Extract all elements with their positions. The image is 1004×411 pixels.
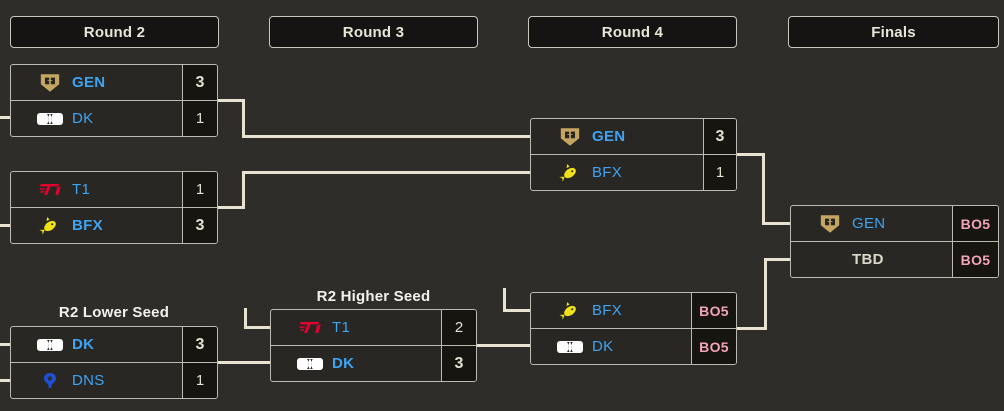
team-name: TBD bbox=[852, 251, 884, 268]
score-cell: 3 bbox=[703, 119, 736, 154]
team-name: DK bbox=[72, 336, 95, 353]
gen-shield-icon bbox=[35, 73, 65, 92]
header-finals: Finals bbox=[788, 16, 999, 48]
team-name: GEN bbox=[852, 215, 886, 232]
connector-stub bbox=[0, 224, 10, 227]
score-cell: 1 bbox=[703, 155, 736, 190]
score-cell: 1 bbox=[182, 101, 217, 136]
header-label: Finals bbox=[871, 23, 916, 41]
team-row-tbd[interactable]: TBD BO5 bbox=[791, 241, 998, 277]
connector-stub bbox=[0, 379, 10, 382]
connector-line bbox=[736, 153, 764, 156]
t1-logo-icon bbox=[35, 182, 65, 197]
t1-logo-icon bbox=[295, 320, 325, 335]
connector-line bbox=[477, 344, 530, 347]
team-row-dk[interactable]: DK 1 bbox=[11, 100, 217, 136]
team-row-t1[interactable]: T1 1 bbox=[11, 172, 217, 207]
connector-stub bbox=[0, 343, 10, 346]
header-label: Round 2 bbox=[83, 23, 146, 41]
team-name: GEN bbox=[72, 74, 106, 91]
bfx-rocket-icon bbox=[555, 163, 585, 183]
dk-logo-icon bbox=[295, 357, 325, 371]
score-cell: 3 bbox=[182, 327, 217, 362]
team-row-t1[interactable]: T1 2 bbox=[271, 310, 476, 345]
match-finals: GEN BO5 TBD BO5 bbox=[790, 205, 999, 278]
connector-line bbox=[242, 171, 245, 209]
dns-logo-icon bbox=[35, 372, 65, 389]
connector-line bbox=[736, 327, 767, 330]
header-label: Round 4 bbox=[601, 23, 664, 41]
connector-line bbox=[764, 258, 767, 330]
team-name: DK bbox=[592, 338, 614, 355]
score-cell: BO5 bbox=[691, 329, 736, 364]
gen-shield-icon bbox=[815, 214, 845, 233]
connector-line bbox=[242, 135, 530, 138]
match-round4-lower: BFX BO5 DK BO5 bbox=[530, 292, 737, 365]
connector-line bbox=[762, 153, 765, 224]
team-name: DK bbox=[332, 355, 355, 372]
team-row-bfx[interactable]: BFX 3 bbox=[11, 207, 217, 243]
match-round2-lower: T1 1 BFX 3 bbox=[10, 171, 218, 244]
team-row-gen[interactable]: GEN 3 bbox=[11, 65, 217, 100]
connector-line bbox=[764, 258, 790, 261]
match-round4-upper: GEN 3 BFX 1 bbox=[530, 118, 737, 191]
team-row-gen[interactable]: GEN BO5 bbox=[791, 206, 998, 241]
team-row-dk[interactable]: DK 3 bbox=[271, 345, 476, 381]
score-cell: 1 bbox=[182, 363, 217, 398]
header-round-3: Round 3 bbox=[269, 16, 478, 48]
label-r2-lower-seed: R2 Lower Seed bbox=[58, 304, 170, 321]
team-row-dns[interactable]: DNS 1 bbox=[11, 362, 217, 398]
team-row-bfx[interactable]: BFX 1 bbox=[531, 154, 736, 190]
connector-stub bbox=[0, 116, 10, 119]
bfx-rocket-icon bbox=[35, 216, 65, 236]
team-name: T1 bbox=[332, 319, 351, 336]
connector-line bbox=[244, 326, 270, 329]
team-name: DNS bbox=[72, 372, 105, 389]
score-cell: BO5 bbox=[952, 242, 998, 277]
team-name: GEN bbox=[592, 128, 626, 145]
bfx-rocket-icon bbox=[555, 301, 585, 321]
dk-logo-icon bbox=[35, 112, 65, 126]
dk-logo-icon bbox=[35, 338, 65, 352]
team-name: BFX bbox=[72, 217, 103, 234]
gen-shield-icon bbox=[555, 127, 585, 146]
connector-line bbox=[218, 361, 270, 364]
team-name: BFX bbox=[592, 164, 623, 181]
connector-line bbox=[762, 222, 790, 225]
connector-line bbox=[242, 171, 530, 174]
connector-stub bbox=[244, 308, 247, 329]
header-round-2: Round 2 bbox=[10, 16, 219, 48]
team-row-bfx[interactable]: BFX BO5 bbox=[531, 293, 736, 328]
header-round-4: Round 4 bbox=[528, 16, 737, 48]
score-cell: 3 bbox=[182, 208, 217, 243]
score-cell: BO5 bbox=[691, 293, 736, 328]
score-cell: 1 bbox=[182, 172, 217, 207]
match-r2-lower-seed: DK 3 DNS 1 bbox=[10, 326, 218, 399]
score-cell: 3 bbox=[182, 65, 217, 100]
score-cell: 3 bbox=[441, 346, 476, 381]
header-label: Round 3 bbox=[342, 23, 405, 41]
dk-logo-icon bbox=[555, 340, 585, 354]
score-cell: BO5 bbox=[952, 206, 998, 241]
team-row-dk[interactable]: DK 3 bbox=[11, 327, 217, 362]
team-row-dk[interactable]: DK BO5 bbox=[531, 328, 736, 364]
team-row-gen[interactable]: GEN 3 bbox=[531, 119, 736, 154]
score-cell: 2 bbox=[441, 310, 476, 345]
connector-line bbox=[218, 99, 245, 102]
team-name: DK bbox=[72, 110, 94, 127]
team-name: BFX bbox=[592, 302, 623, 319]
team-name: T1 bbox=[72, 181, 91, 198]
label-r2-higher-seed: R2 Higher Seed bbox=[316, 288, 431, 305]
connector-line bbox=[503, 309, 530, 312]
connector-line bbox=[242, 99, 245, 138]
match-r2-higher-seed: T1 2 DK 3 bbox=[270, 309, 477, 382]
connector-stub bbox=[503, 288, 506, 312]
connector-line bbox=[218, 206, 245, 209]
match-round2-upper: GEN 3 DK 1 bbox=[10, 64, 218, 137]
